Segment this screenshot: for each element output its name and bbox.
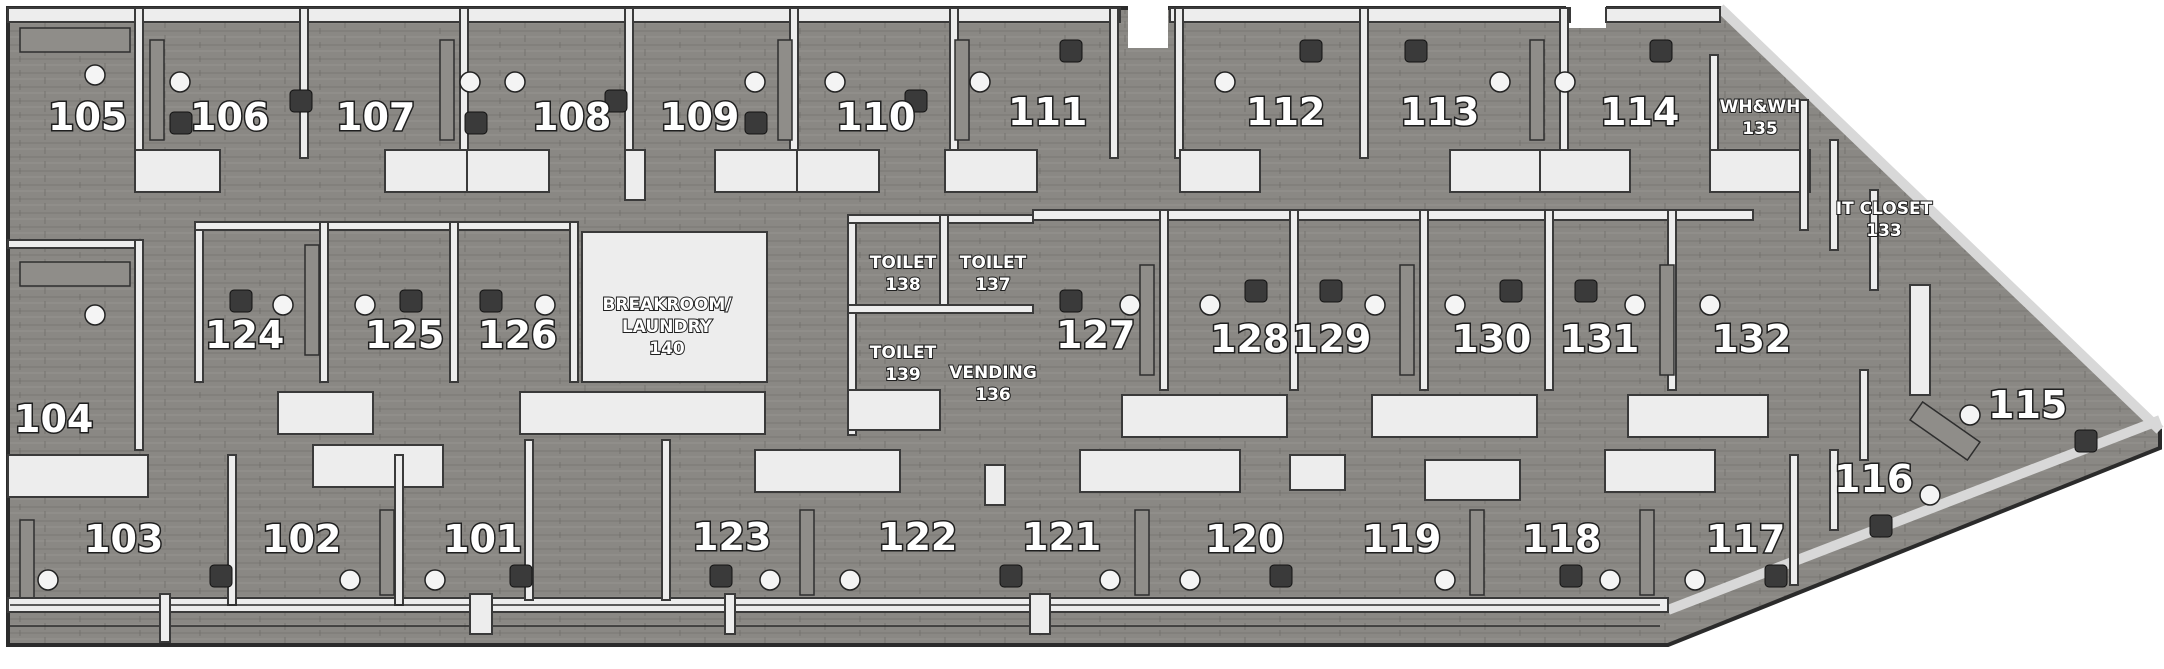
top-notch-left	[1128, 0, 1168, 48]
chairs	[169, 39, 2098, 588]
room-117-label: 117	[1706, 517, 1785, 561]
room-128-label: 128	[1210, 317, 1289, 361]
room-130-label: 130	[1452, 317, 1531, 361]
middle-left-cluster	[194, 221, 768, 488]
room-102-label: 102	[262, 517, 341, 561]
room-115-label: 115	[1988, 383, 2067, 427]
people	[37, 64, 1981, 591]
toilet-137-number: 137	[975, 275, 1011, 295]
toilet-137-name: TOILET	[960, 253, 1027, 273]
top-notch-right	[1566, 0, 1606, 28]
room-131-label: 131	[1560, 317, 1639, 361]
toilet-138-number: 138	[885, 275, 921, 295]
room-122-label: 122	[878, 515, 957, 559]
room-123-label: 123	[692, 515, 771, 559]
room-121-label: 121	[1022, 515, 1101, 559]
room-113-label: 113	[1400, 90, 1479, 134]
room-107-label: 107	[336, 95, 415, 139]
it-closet-133-number: 133	[1866, 221, 1902, 241]
it-closet-133-name: IT CLOSET	[1836, 199, 1933, 219]
room-111-label: 111	[1008, 90, 1087, 134]
room-116-label: 116	[1834, 457, 1913, 501]
whwh-135-number: 135	[1742, 119, 1778, 139]
service-labels: TOILET 138 TOILET 137 TOILET 139 VENDING…	[601, 96, 1933, 406]
room-114-label: 114	[1600, 90, 1679, 134]
middle-right-cluster	[1032, 209, 1769, 438]
room-124-label: 124	[205, 313, 284, 357]
whwh-135-name: WH&WH	[1720, 97, 1801, 117]
room-103-label: 103	[84, 517, 163, 561]
room-120-label: 120	[1205, 517, 1284, 561]
room-118-label: 118	[1522, 517, 1601, 561]
toilet-block	[847, 214, 1034, 436]
room-104-label: 104	[14, 397, 93, 441]
room-125-label: 125	[365, 313, 444, 357]
diagonal-wall	[1716, 4, 2164, 434]
toilet-139-name: TOILET	[870, 343, 937, 363]
room-112-label: 112	[1246, 90, 1325, 134]
room-119-label: 119	[1362, 517, 1441, 561]
room-101-label: 101	[443, 517, 522, 561]
breakroom-140-name-line1: BREAKROOM/	[602, 295, 732, 315]
room-132-label: 132	[1712, 317, 1791, 361]
room-109-label: 109	[660, 95, 739, 139]
breakroom-140-number: 140	[649, 339, 685, 359]
room-127-label: 127	[1056, 313, 1135, 357]
office-labels: 105 106 107 108 109 110 111 112 113 114 …	[13, 89, 2069, 563]
room-105-label: 105	[48, 95, 127, 139]
vending-136-name: VENDING	[949, 363, 1037, 383]
vending-136-number: 136	[975, 385, 1011, 405]
toilet-138-name: TOILET	[870, 253, 937, 273]
room-129-label: 129	[1292, 317, 1371, 361]
room-110-label: 110	[836, 95, 915, 139]
room-126-label: 126	[478, 313, 557, 357]
breakroom-140-name-line2: LAUNDRY	[622, 317, 713, 337]
bottom-row-walls	[7, 439, 1716, 643]
room-106-label: 106	[190, 95, 269, 139]
right-side-rooms	[1709, 54, 1931, 586]
desks	[149, 39, 1982, 596]
room-108-label: 108	[532, 95, 611, 139]
left-rooms	[7, 27, 149, 611]
toilet-139-number: 139	[885, 365, 921, 385]
